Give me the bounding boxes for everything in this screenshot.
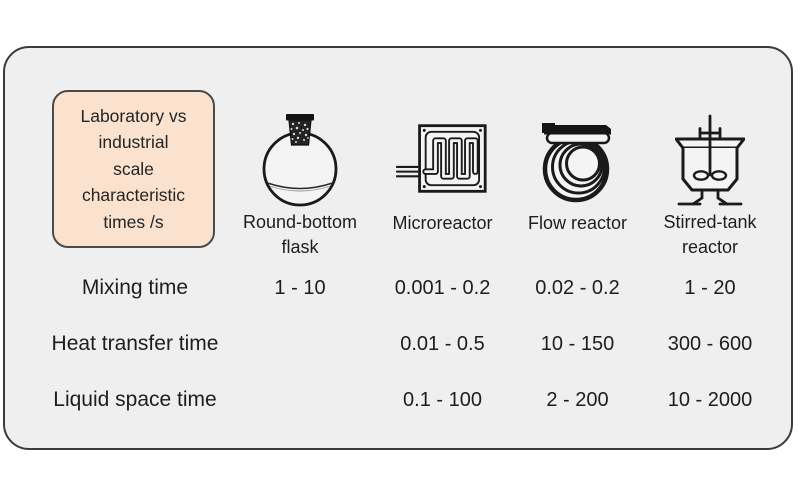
value-heat-flask <box>235 316 365 372</box>
value-mixing-microreactor: 0.001 - 0.2 <box>394 276 491 299</box>
header-cell-round-bottom-flask: Round-bottom flask <box>235 48 365 260</box>
figure-title-line: scale <box>113 158 154 179</box>
column-label: Flow reactor <box>527 213 628 233</box>
header-cell-microreactor: Microreactor <box>365 48 520 260</box>
column-label: Round-bottom flask <box>242 212 358 257</box>
figure-title-line: industrial <box>98 132 169 153</box>
row-label-heat-transfer-time: Heat transfer time <box>51 332 219 355</box>
stirred-tank-reactor-icon <box>675 113 745 207</box>
header-cell-flow-reactor: Flow reactor <box>520 48 635 260</box>
value-liquid-microreactor: 0.1 - 100 <box>403 388 482 411</box>
value-liquid-stirred-tank: 10 - 2000 <box>667 388 753 411</box>
figure-title-line: Laboratory vs <box>80 105 187 126</box>
header-cell-stirred-tank: Stirred-tank reactor <box>635 48 785 260</box>
figure-title-box: Laboratory vs industrial scale character… <box>52 90 215 248</box>
row-label-mixing-time: Mixing time <box>81 276 189 299</box>
reactor-comparison-table: Round-bottom flask <box>5 48 791 448</box>
value-heat-flow-reactor: 10 - 150 <box>540 332 615 355</box>
flow-reactor-icon <box>540 117 616 205</box>
column-label: Stirred-tank reactor <box>663 212 757 257</box>
value-mixing-flask: 1 - 10 <box>274 276 326 299</box>
figure-panel: Round-bottom flask <box>3 46 793 450</box>
row-label-liquid-space-time: Liquid space time <box>53 388 217 411</box>
value-heat-stirred-tank: 300 - 600 <box>667 332 753 355</box>
value-mixing-flow-reactor: 0.02 - 0.2 <box>535 276 620 299</box>
value-liquid-flask <box>235 372 365 428</box>
microreactor-icon <box>395 121 490 196</box>
figure-title-line: characteristic <box>81 185 186 206</box>
figure-title-line: times /s <box>103 211 164 232</box>
column-label: Microreactor <box>392 213 493 233</box>
value-heat-microreactor: 0.01 - 0.5 <box>400 332 485 355</box>
round-bottom-flask-icon <box>260 107 340 207</box>
value-liquid-flow-reactor: 2 - 200 <box>546 388 609 411</box>
value-mixing-stirred-tank: 1 - 20 <box>684 276 736 299</box>
